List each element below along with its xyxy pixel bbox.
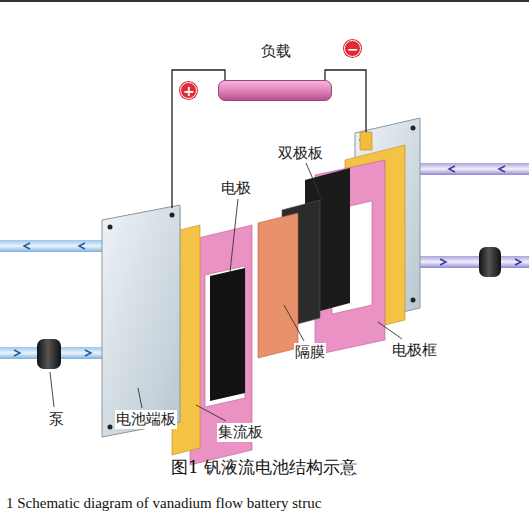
positive-terminal: + [180, 82, 197, 99]
load-resistor: 负载 [218, 80, 332, 101]
part-label: 双极板 [277, 144, 324, 163]
top-rule [0, 0, 529, 2]
terminal-sign: + [183, 84, 195, 98]
membrane [258, 213, 298, 358]
part-label: 电极框 [391, 341, 438, 360]
english-caption: 1 Schematic diagram of vanadium flow bat… [6, 495, 321, 512]
part-label: 隔膜 [294, 343, 326, 362]
pump [479, 247, 501, 277]
terminal-sign: − [347, 42, 359, 56]
part-label: 集流板 [217, 423, 264, 442]
wires [172, 70, 366, 208]
pump [37, 339, 61, 369]
negative-terminal: − [344, 40, 361, 57]
left-end-plate [102, 205, 180, 437]
part-label: 电极 [220, 179, 252, 198]
right-pipes [410, 163, 529, 277]
figure-caption: 图1 钒液流电池结构示意 [171, 456, 357, 479]
left-electrode [210, 268, 245, 401]
leader-lines [50, 163, 402, 421]
part-label: 泵 [48, 410, 65, 429]
part-label: 电池端板 [115, 410, 177, 429]
load-label: 负载 [261, 42, 291, 61]
